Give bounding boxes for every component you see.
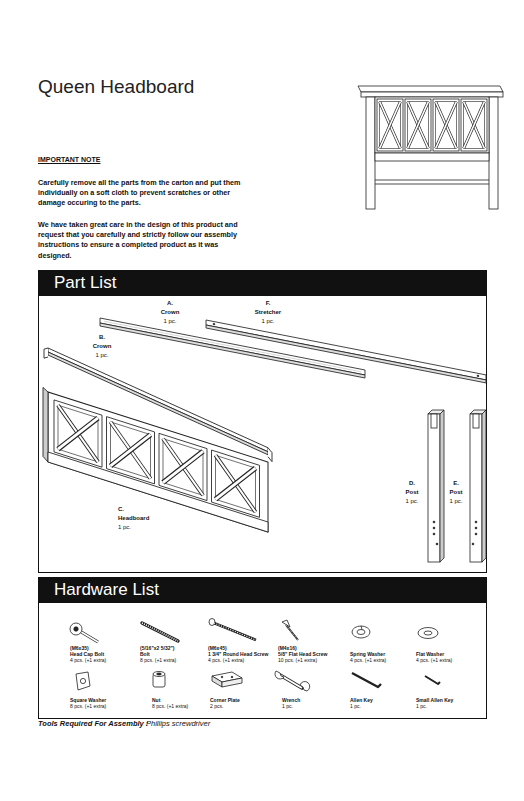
headboard-c [43,387,268,532]
hardware-name: Small Allen Key [416,698,453,704]
hardware-qty: 8 pcs. (+1 extra) [152,704,188,710]
corner-plate [212,672,242,687]
post-d [428,410,444,562]
part-letter: E. [453,480,459,487]
spring-washer [352,626,370,638]
hardware-qty: 8 pcs. (+1 extra) [70,704,106,710]
part-qty: 1 pc. [405,498,418,505]
nut [153,672,165,688]
hardware-qty: 10 pcs. (+1 extra) [278,658,317,664]
flat-head-screw [282,620,298,640]
note-text: Carefully remove all the parts from the … [38,178,253,209]
part-letter: C. [118,506,124,513]
bolt [142,623,178,641]
hardware-name: Head Cap Bolt [70,652,104,658]
page-title: Queen Headboard [38,76,194,98]
stretcher-f [206,320,486,383]
note-heading: IMPORTANT NOTE [38,156,100,164]
part-name: Stretcher [255,309,281,316]
hardware-name: 1 3/4" Round Head Screw [208,652,268,658]
part-name: Crown [93,343,112,350]
section-heading: Hardware List [54,580,159,600]
part-name: Post [449,489,462,496]
tools-text: Phillips screwdriver [146,720,210,729]
hardware-qty: 1 pc. [282,704,293,710]
wrench [275,671,310,691]
hardware-name: Square Washer [70,698,106,704]
note-text: We have taken great care in the design o… [38,220,253,261]
part-qty: 1 pc. [261,318,274,325]
hardware-qty: 2 pcs. [210,704,223,710]
part-qty: 1 pc. [163,318,176,325]
hardware-name: Flat Washer [416,652,444,658]
part-letter: F. [266,300,271,307]
part-name: Headboard [118,515,149,522]
hardware-name: Allen Key [350,698,373,704]
section-heading: Part List [54,273,116,293]
part-letter: A. [167,300,173,307]
part-name: Post [405,489,418,496]
part-letter: D. [409,480,415,487]
hardware-name: Bolt [140,652,150,658]
small-allen-key [425,676,440,684]
part-qty: 1 pc. [95,352,108,359]
tools-heading: Tools Required For Assembly : [38,720,148,729]
round-head-screw [209,619,256,641]
hardware-name: Wrench [282,698,300,704]
hardware-qty: 4 pcs. (+1 extra) [70,658,106,664]
hardware-size: (5/16"x2 5/32") [140,646,175,652]
square-washer [76,672,90,690]
hardware-name: 5/8" Flat Head Screw [278,652,327,658]
flat-washer [418,628,438,639]
hardware-size: (M4x16) [278,646,297,652]
hardware-qty: 1 pc. [350,704,361,710]
hardware-qty: 8 pcs. (+1 extra) [140,658,176,664]
post-e [470,410,486,562]
hardware-qty: 1 pc. [416,704,427,710]
part-name: Crown [161,309,180,316]
hardware-size: (M6x45) [208,646,227,652]
allen-key [352,673,381,687]
headboard-thumbnail [358,86,503,209]
hardware-name: Spring Washer [350,652,385,658]
hardware-qty: 4 pcs. (+1 extra) [350,658,386,664]
part-qty: 1 pc. [449,498,462,505]
hardware-size: (M6x35) [70,646,89,652]
part-qty: 1 pc. [118,524,131,531]
hardware-qty: 4 pcs. (+1 extra) [208,658,244,664]
hardware-name: Nut [152,698,160,704]
section-band: Hardware List [38,577,486,603]
hardware-name: Corner Plate [210,698,240,704]
part-letter: B. [99,334,105,341]
head-cap-bolt [70,623,98,642]
section-band: Part List [38,270,486,296]
hardware-qty: 4 pcs. (+1 extra) [416,658,452,664]
